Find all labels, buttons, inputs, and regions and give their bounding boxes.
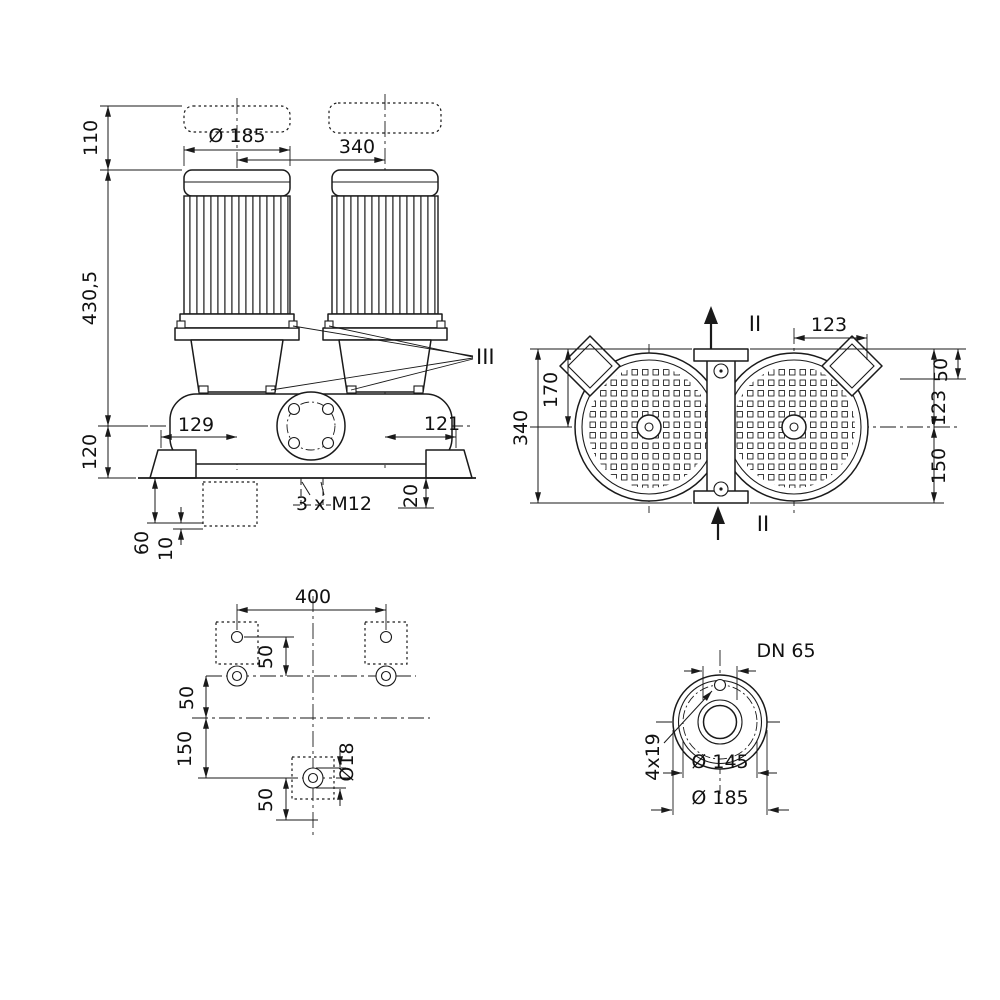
dim-center-to-bottom: 150: [928, 448, 950, 484]
flange-bore: [702, 704, 738, 740]
label-section-ii-top: II: [749, 312, 761, 336]
label-anchor-bolts: 3 x M12: [296, 493, 372, 515]
foundation-view: 400 50 50 150 50 Ø18: [174, 586, 430, 838]
dim-bolt-spacing: 400: [295, 586, 331, 608]
dim-top-to-center: 170: [540, 372, 562, 408]
section-arrow-top: II: [704, 306, 761, 349]
top-view-dimensions: 170 340 123 50 123 150: [510, 314, 966, 504]
dim-hole-offset-bottom: 50: [255, 788, 277, 812]
dim-hole-offset-top: 50: [255, 645, 277, 669]
motor-fins-right: [331, 195, 439, 315]
pad-bottom: [291, 756, 335, 800]
label-section-iii: III: [476, 345, 495, 369]
fan-guard-left: [574, 352, 724, 502]
dim-motor-diameter: Ø 185: [208, 125, 265, 147]
motor-fins-left: [183, 195, 291, 315]
flange-outer: [672, 674, 768, 770]
foundation-pocket: [202, 481, 258, 527]
pipe-flanges: [693, 348, 749, 504]
pump-foot-left: [149, 449, 197, 479]
motor-left: [174, 169, 300, 394]
dim-center-to-edge-top: 123: [811, 314, 847, 336]
top-view: II II 170 340 123: [510, 306, 966, 540]
dim-port-offset-right: 121: [424, 413, 460, 435]
flange-dimensions: DN 65 4x19 Ø 145 Ø 185: [642, 640, 816, 815]
label-nominal-diameter: DN 65: [756, 640, 815, 662]
dim-row-to-axis: 50: [176, 686, 198, 710]
dim-flange-to-center: 123: [928, 390, 950, 426]
front-view: Ø 185 340 110 430,5 120 129 121: [79, 94, 495, 561]
dim-grout-gap: 10: [155, 537, 177, 561]
label-section-ii-bottom: II: [757, 512, 769, 536]
dim-flange-outer-diameter: Ø 185: [691, 787, 748, 809]
foundation-dimensions: 400 50 50 150 50 Ø18: [174, 586, 387, 821]
flange-view: DN 65 4x19 Ø 145 Ø 185: [642, 640, 816, 815]
dim-overall-height: 430,5: [79, 271, 101, 325]
dim-shaft-to-base: 120: [79, 434, 101, 470]
pump-foot-right: [425, 449, 473, 479]
section-arrow-bottom: II: [711, 506, 769, 540]
dim-motor-spacing: 340: [339, 136, 375, 158]
fan-guard-right: [719, 352, 869, 502]
dim-bolt-hole-diameter: Ø18: [336, 742, 358, 781]
motor-right: [322, 169, 448, 394]
removal-envelope-right: [328, 102, 442, 134]
dim-bolt-circle-diameter: Ø 145: [691, 751, 748, 773]
dim-flange-offset: 50: [930, 358, 952, 382]
flange-bolt-hole: [713, 678, 727, 692]
dim-foundation-depth: 60: [131, 531, 153, 555]
dim-removal-height: 110: [80, 120, 102, 156]
dim-baseplate-thickness: 20: [400, 484, 422, 508]
pad-top-right: [364, 621, 408, 665]
dim-bolt-holes: 4x19: [642, 733, 664, 781]
front-view-dimensions: Ø 185 340 110 430,5 120 129 121: [79, 105, 495, 561]
dim-axis-to-bottom-row: 150: [174, 731, 196, 767]
dim-port-offset-left: 129: [178, 414, 214, 436]
dim-overall-width: 340: [510, 410, 532, 446]
pump-casing: [138, 391, 476, 527]
removal-envelope-left: [183, 105, 291, 133]
pad-top-left: [215, 621, 259, 665]
